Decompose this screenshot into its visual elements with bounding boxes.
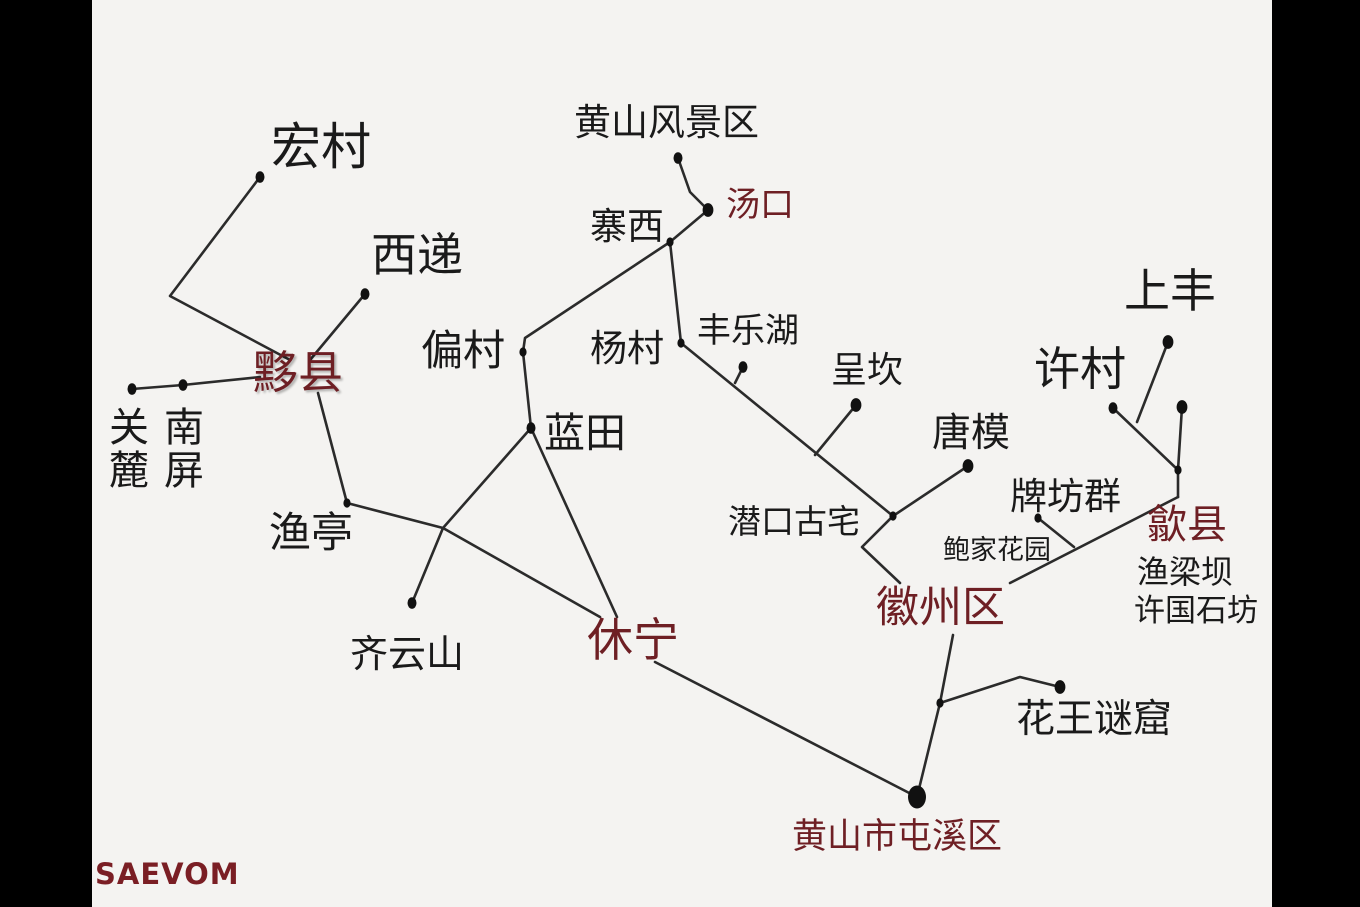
stop-dot-paifangqun [1034,513,1042,523]
stop-dot-piancun [519,347,527,357]
place-label-xiuning: 休宁 [587,613,679,667]
place-label-tangmo: 唐模 [932,411,1011,456]
place-label-shangfeng: 上丰 [1124,264,1216,318]
route-yangcun-qiankou [679,341,895,518]
stop-dot-chengkan [850,398,862,412]
place-label-huawang: 花王谜窟 [1016,697,1173,742]
stop-dot-yangcun [677,338,685,348]
stop-dot-qiankou [889,511,897,521]
stop-dot-nanping [178,379,188,391]
place-label-shexian: 歙县 [1147,502,1227,548]
stop-dot-huawang-junction [936,698,944,708]
place-label-piancun: 偏村 [421,326,506,375]
route-shexian-east [1176,405,1184,472]
stop-dot-tangmo [962,459,974,473]
place-label-tunxi: 黄山市屯溪区 [792,817,1003,857]
route-huizhou-shexian [1008,495,1180,585]
stop-dot-qiyunshan [407,597,417,609]
place-label-yixian: 黟县 [253,346,344,399]
place-label-huizhou: 徽州区 [876,583,1005,633]
stop-dot-huangshan [673,152,683,164]
place-label-yuliangba: 渔梁坝 [1137,553,1234,591]
route-xiuning-tunxi [653,660,919,799]
stop-dot-shexian-east [1176,400,1188,414]
artist-signature: SAEVOM [95,857,240,891]
place-label-qiyunshan: 齐云山 [350,632,465,676]
stop-dot-shangfeng [1162,335,1174,349]
stop-dot-tunxi [908,785,926,809]
place-label-huangshan-scenic: 黄山风景区 [574,101,759,144]
map-paper [92,0,1272,907]
route-guanlu-nanping-yixian [130,375,262,391]
stop-dot-fenglehu [738,361,748,373]
route-yixian-yuting [316,391,349,505]
stop-dot-lantian [526,422,536,434]
place-label-guanlu: 关麓 [109,405,149,495]
place-label-chengkan: 呈坎 [831,350,904,391]
place-label-zhaixi: 寨西 [590,205,664,248]
stop-dot-hongcun [255,171,265,183]
route-chengkan-spur [813,403,858,457]
route-tangmo-spur [891,464,970,518]
stop-dot-tangkou [702,203,714,217]
place-label-tangkou: 汤口 [726,185,794,225]
stop-dot-huawang [1054,680,1066,694]
place-label-xuguo: 许国石坊 [1134,593,1258,629]
place-label-yuting: 渔亭 [269,508,354,557]
route-hongcun-yixian [168,175,292,362]
route-shanfeng-spur [1135,340,1170,424]
stop-dot-yuting [343,498,351,508]
route-zhaixi-tangkou [668,208,710,244]
route-huawang-spur [938,675,1062,705]
route-shexian-xucun [1111,406,1180,499]
route-qiankou-huizhou [860,514,902,585]
stop-dot-xidi [360,288,370,300]
place-label-yangcun: 杨村 [590,327,664,370]
place-label-paifangqun: 牌坊群 [1010,475,1121,518]
place-label-hongcun: 宏村 [271,118,371,176]
route-paifangqun-spur [1036,516,1076,549]
route-xidi-yixian [308,292,367,362]
route-piancun-lantian [521,350,533,430]
place-label-xucun: 许村 [1034,342,1126,396]
route-zhaixi-yangcun [668,240,683,345]
place-label-xidi: 西递 [371,228,463,282]
stop-dot-xucun [1108,402,1118,414]
stop-dot-guanlu [127,383,137,395]
route-lantian-xiuning [529,426,619,619]
route-piancun-zhaixi [521,240,672,354]
route-lantian-qiyunshan [410,426,533,605]
stop-dot-zhaixi [666,237,674,247]
place-label-lantian: 蓝田 [544,409,626,457]
route-tangkou-huangshan [676,156,710,212]
place-label-nanping: 南屏 [164,405,204,495]
place-label-fenglehu: 丰乐湖 [697,311,799,351]
place-label-qiankou: 潜口古宅 [728,502,860,541]
route-huizhou-tunxi [915,633,955,799]
route-yuting-xiuning [345,501,602,619]
place-label-baojia: 鲍家花园 [943,535,1051,566]
stop-dot-shexian [1174,465,1182,475]
